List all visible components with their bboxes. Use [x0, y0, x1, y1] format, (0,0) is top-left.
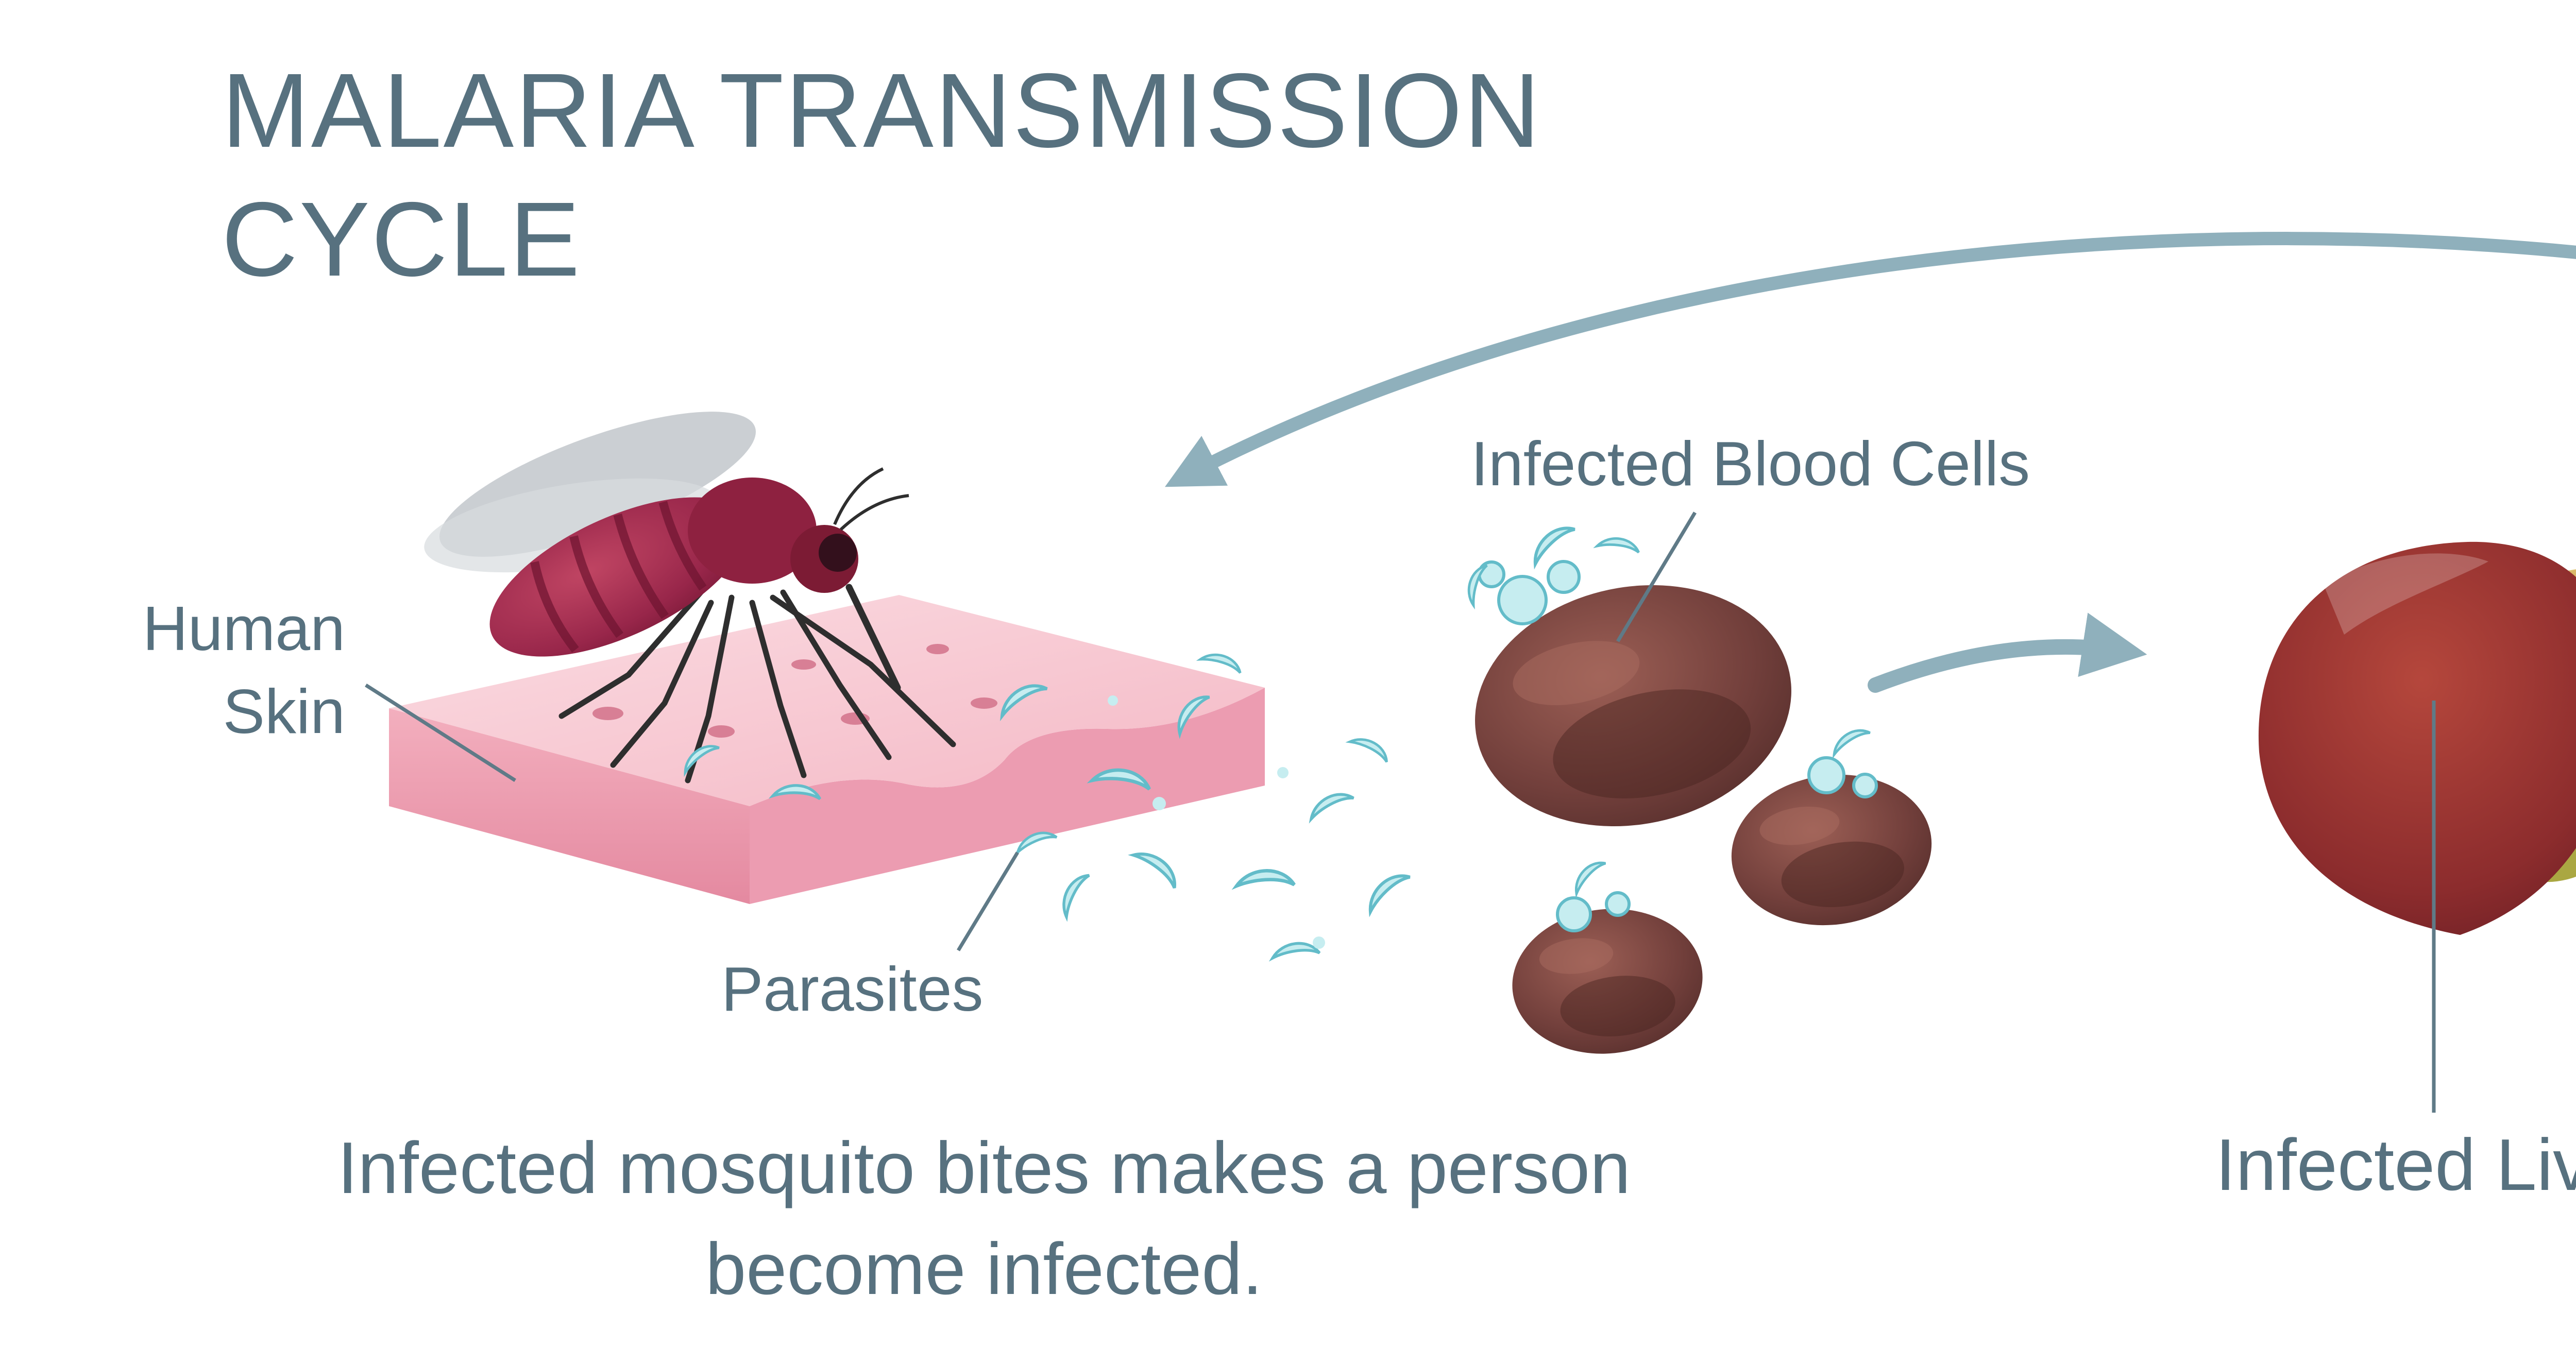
mosquito-antenna: [839, 494, 909, 531]
label-line: Skin: [223, 676, 345, 747]
label-infected-liver: Infected Liver: [2215, 1124, 2576, 1206]
mosquito-thorax: [688, 478, 817, 584]
mosquito-proboscis: [845, 584, 901, 691]
leader-parasites: [957, 851, 1019, 951]
label-line: Human: [142, 593, 345, 663]
caption-line: Infected mosquito bites makes a person: [337, 1127, 1631, 1209]
label-infected-blood-cells: Infected Blood Cells: [1471, 429, 2030, 499]
leader-human-skin: [365, 684, 516, 782]
caption-line: become infected.: [705, 1228, 1263, 1310]
label-parasites: Parasites: [721, 954, 984, 1024]
label-human-skin: Human Skin: [103, 587, 345, 753]
arrow-bloodcells-to-liver: [1868, 612, 2147, 693]
parasites-illustration: [684, 653, 1411, 962]
caption-person-becomes-infected: Infected mosquito bites makes a person b…: [237, 1118, 1731, 1320]
mosquito-icon: [424, 412, 956, 783]
parasites-bursting-icon: [1467, 526, 1878, 932]
infected-liver-illustration: [2258, 541, 2576, 935]
title-line-1: MALARIA TRANSMISSION: [222, 52, 1542, 169]
page-title: MALARIA TRANSMISSION CYCLE: [222, 46, 1541, 304]
title-line-2: CYCLE: [222, 180, 582, 299]
infected-blood-cells-illustration: [1467, 526, 1932, 1054]
cycle-return-arrow: [1164, 232, 2576, 487]
skin-pores: [592, 644, 997, 738]
leader-infected-blood-cells: [1616, 512, 1697, 642]
mosquito-antenna-2: [833, 467, 884, 525]
mosquito-eye: [819, 534, 857, 572]
mosquito-legs: [558, 589, 956, 783]
mosquito-abdomen: [489, 497, 747, 657]
